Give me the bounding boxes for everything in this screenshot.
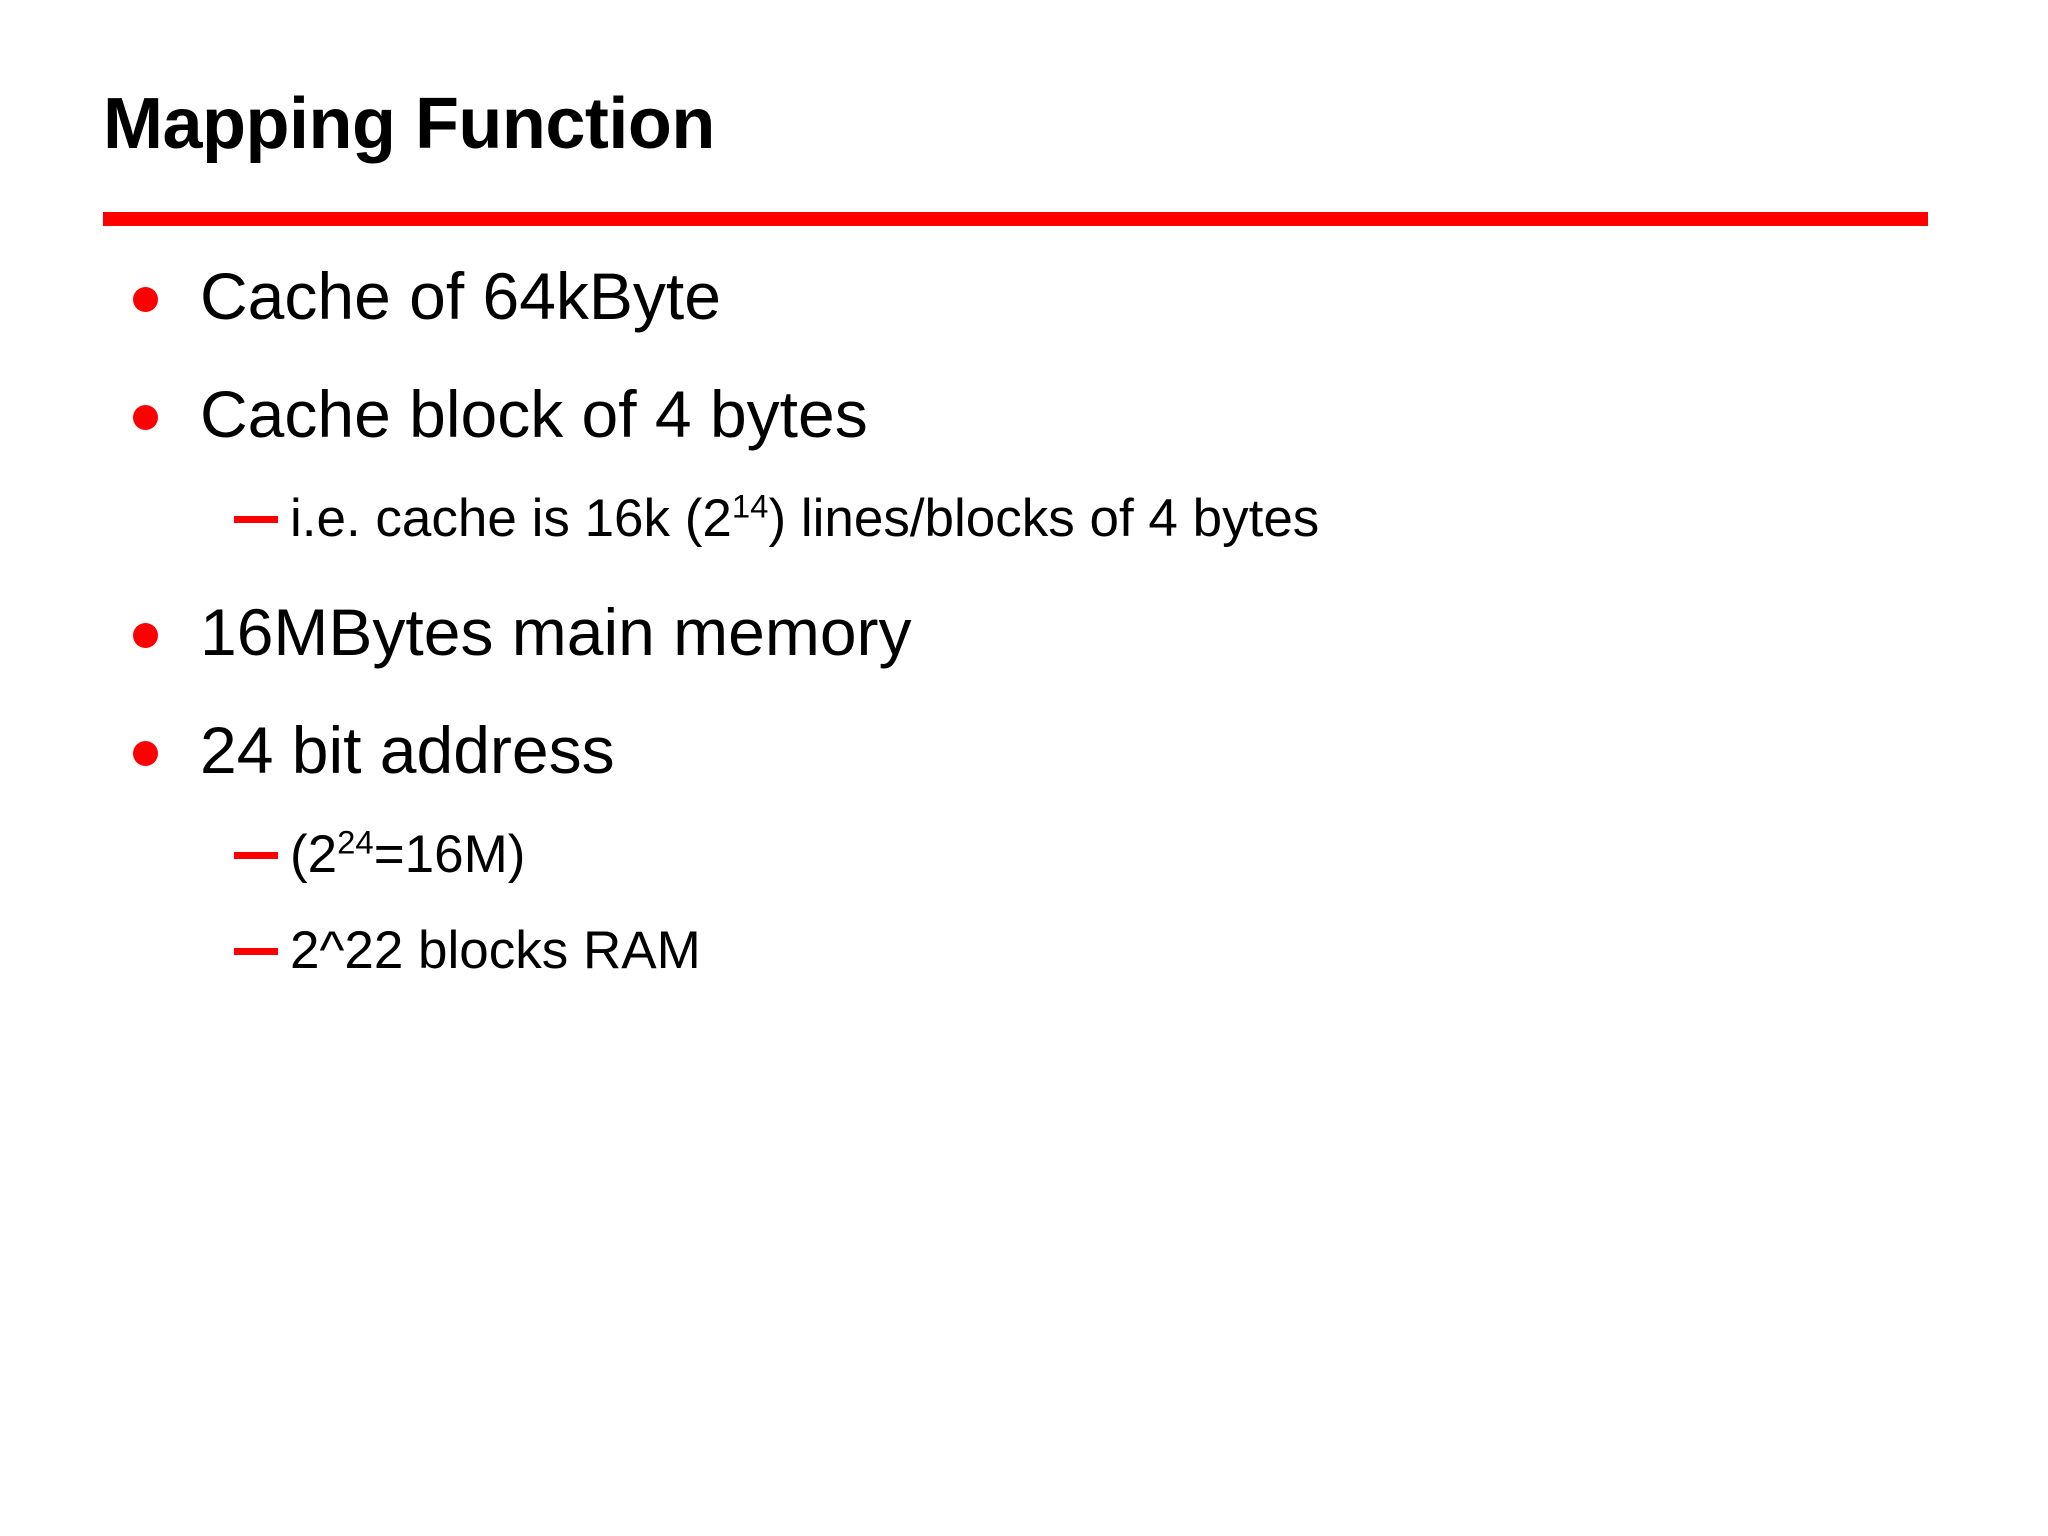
title-underline-rule: [103, 212, 1928, 226]
em-dash-icon: [234, 948, 278, 955]
em-dash-icon: [234, 852, 278, 859]
spacer: [0, 894, 2048, 912]
page-title: Mapping Function: [103, 84, 715, 164]
list-item: Cache block of 4 bytes: [0, 366, 2048, 462]
bullet-text: 16MBytes main memory: [200, 595, 912, 669]
slide-body: Cache of 64kByte Cache block of 4 bytes …: [0, 248, 2048, 990]
round-bullet-icon: [133, 741, 158, 766]
bullet-text: 24 bit address: [200, 713, 615, 787]
round-bullet-icon: [133, 623, 158, 648]
bullet-text-part: (2: [290, 825, 338, 884]
spacer: [0, 344, 2048, 366]
spacer: [0, 558, 2048, 584]
list-item: 2^22 blocks RAM: [0, 912, 2048, 990]
superscript-exponent: 24: [337, 823, 374, 861]
bullet-text: Cache block of 4 bytes: [200, 377, 868, 451]
round-bullet-icon: [133, 405, 158, 430]
bullet-text-part: ) lines/blocks of 4 bytes: [768, 489, 1320, 548]
list-item: 16MBytes main memory: [0, 584, 2048, 680]
round-bullet-icon: [133, 287, 158, 312]
list-item: Cache of 64kByte: [0, 248, 2048, 344]
em-dash-icon: [234, 516, 278, 523]
bullet-text-part: i.e. cache is 16k (2: [290, 489, 732, 548]
spacer: [0, 462, 2048, 480]
bullet-text: Cache of 64kByte: [200, 259, 721, 333]
bullet-text: 2^22 blocks RAM: [290, 921, 701, 980]
list-item: 24 bit address: [0, 702, 2048, 798]
bullet-text-part: =16M): [373, 825, 526, 884]
spacer: [0, 680, 2048, 702]
list-item: i.e. cache is 16k (214) lines/blocks of …: [0, 480, 2048, 558]
superscript-exponent: 14: [731, 487, 769, 525]
spacer: [0, 798, 2048, 816]
list-item: (224=16M): [0, 816, 2048, 894]
